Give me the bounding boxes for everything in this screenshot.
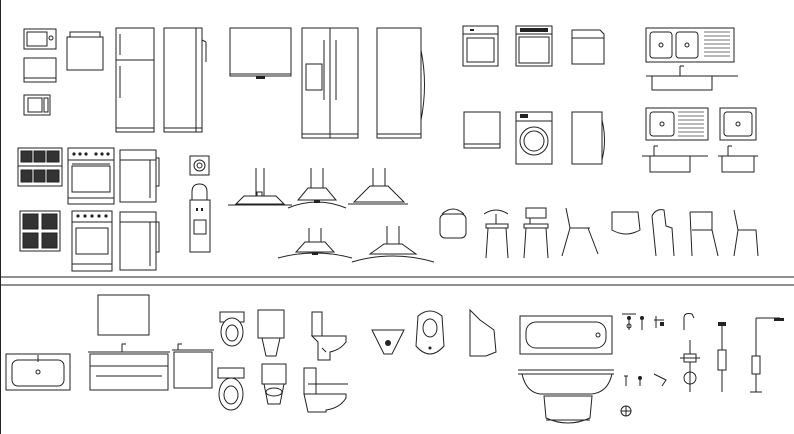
chair-4 xyxy=(562,208,598,256)
shower-mixer xyxy=(680,340,700,392)
range-oven-4 xyxy=(72,211,112,271)
range-hood-curved-1 xyxy=(288,168,346,208)
range-oven-6 xyxy=(68,148,114,204)
vanity-cabinet xyxy=(88,344,170,390)
vanity-basin-plan xyxy=(6,354,70,390)
toilet-plan-2 xyxy=(218,368,244,410)
urinal-side xyxy=(470,310,496,356)
dryer-side-2 xyxy=(572,112,605,164)
range-hood-chimney-1 xyxy=(348,168,408,204)
microwave-1 xyxy=(24,29,56,49)
fridge-top-freezer xyxy=(116,28,154,132)
water-dispenser xyxy=(190,156,210,252)
toilet-close-coupled xyxy=(312,312,346,360)
gas-cooktop-4 xyxy=(20,211,60,251)
chair-8 xyxy=(734,210,758,256)
bathroom-mirror xyxy=(98,295,149,335)
chair-6 xyxy=(652,210,674,256)
washer-top-load xyxy=(516,26,552,66)
bath-basin xyxy=(544,396,592,423)
small-vanity xyxy=(172,344,214,388)
chair-3 xyxy=(524,208,548,258)
range-hood-chimney-2 xyxy=(352,226,434,262)
bathtub-front xyxy=(518,370,614,394)
washer-box xyxy=(464,112,500,148)
dishwasher-front xyxy=(463,26,498,66)
double-sink xyxy=(646,28,738,90)
corner-sink xyxy=(372,330,404,354)
chair-5 xyxy=(612,212,640,234)
chair-7 xyxy=(690,212,718,256)
chair-1 xyxy=(440,209,466,238)
oven-side-1 xyxy=(120,150,159,202)
toilet-side-1 xyxy=(258,310,284,356)
toilet-side-3 xyxy=(304,368,348,412)
urinal-front xyxy=(416,311,444,354)
toaster xyxy=(67,32,103,70)
fridge-side-by-side xyxy=(302,28,358,138)
microwave-2 xyxy=(24,58,56,82)
range-hood-curved-2 xyxy=(278,228,352,258)
bathtub-plan xyxy=(520,316,612,354)
range-hood-box xyxy=(228,168,292,205)
sink-drainboard xyxy=(642,108,708,172)
microwave-3 xyxy=(24,95,50,115)
fridge-bottom-freezer xyxy=(164,28,206,132)
chair-2 xyxy=(484,210,508,258)
gas-cooktop-6 xyxy=(18,148,62,186)
toilet-side-2 xyxy=(262,364,286,404)
tv-panel xyxy=(230,28,291,79)
faucet-set xyxy=(621,314,694,417)
oven-side-2 xyxy=(120,212,159,270)
front-load-washer xyxy=(516,112,552,164)
shower-column xyxy=(718,318,784,392)
fridge-single-door xyxy=(377,28,425,138)
dryer-side xyxy=(572,30,604,64)
toilet-plan-1 xyxy=(220,312,244,346)
single-sink xyxy=(718,108,758,172)
